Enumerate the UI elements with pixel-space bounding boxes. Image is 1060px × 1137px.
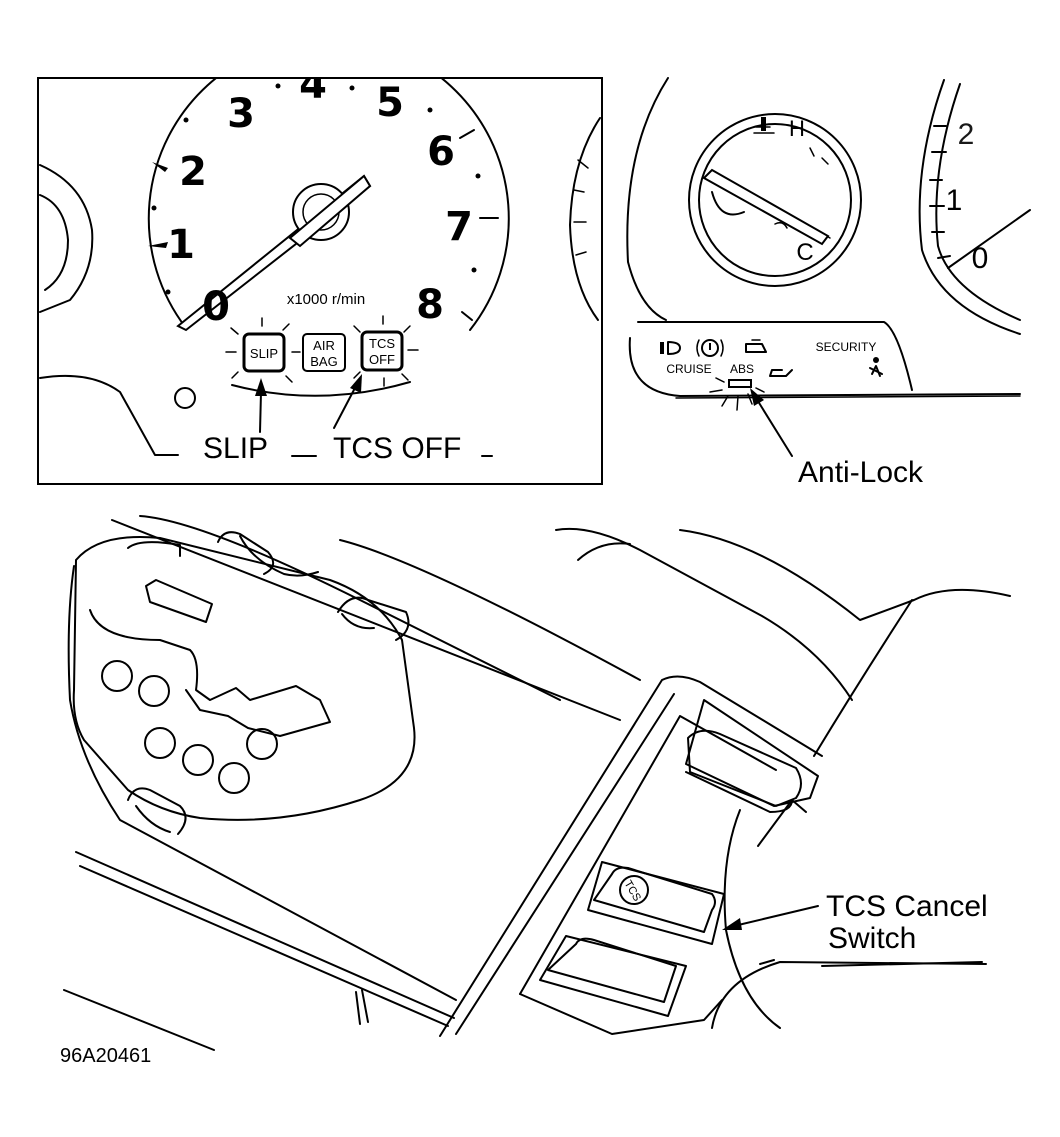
tcs-cancel-arrow [722,905,819,930]
anti-lock-arrow [750,388,793,457]
seatbelt-icon [869,357,883,377]
tach-numeral-4: 4 [299,62,327,108]
coolant-temp-icon [753,117,775,134]
anti-lock-lamp [709,377,765,411]
console-drawing: TCS [63,515,1011,1051]
abs-label: ABS [730,362,754,376]
tach-numeral-7: 7 [445,204,473,250]
tach-numeral-1: 1 [167,222,195,268]
speedo-digit-0: 0 [972,242,989,275]
tcs-cancel-callout-1: TCS Cancel [826,890,988,923]
tach-numeral-3: 3 [227,91,255,137]
airbag-lamp-text-1: AIR [313,338,335,353]
security-label: SECURITY [816,340,877,354]
tach-numeral-5: 5 [376,80,404,126]
brake-icon [696,339,724,357]
slip-lamp-text: SLIP [250,346,278,361]
tachometer-panel: 0 1 2 3 4 5 6 7 8 x1000 r/min SLIP [37,62,603,485]
tcs-off-lamp-text-2: OFF [369,352,395,367]
tach-numeral-8: 8 [416,282,444,328]
tcs-off-arrow [333,374,362,429]
tach-numeral-2: 2 [179,149,207,195]
tach-unit-label: x1000 r/min [287,291,365,308]
upper-console-switch [687,729,802,807]
tcs-off-lamp-text-1: TCS [369,336,395,351]
tcs-off-callout: TCS OFF [333,432,461,465]
oil-can-icon [769,369,793,377]
airbag-lamp-text-2: BAG [310,354,337,369]
gauge-cold-label: C [796,239,813,266]
tach-numeral-0: 0 [202,284,230,330]
tach-numeral-6: 6 [427,129,455,175]
airbag-lamp: AIR BAG [302,333,346,372]
cluster-panel: H C 2 1 0 [626,77,1031,489]
lower-console-switch [539,935,687,1017]
gauge-hot-label: H [789,116,805,141]
slip-callout: SLIP [203,432,268,465]
tcs-off-lamp: TCS OFF [353,315,419,387]
headlight-icon [660,341,681,355]
anti-lock-callout: Anti-Lock [798,456,924,489]
slip-arrow [255,378,267,433]
cruise-label: CRUISE [666,362,711,376]
engine-icon [745,339,767,353]
speedo-digit-2: 2 [958,118,975,151]
tcs-cancel-callout-2: Switch [828,922,916,955]
tcs-cancel-switch[interactable]: TCS [587,861,725,945]
slip-lamp: SLIP [225,317,301,383]
speedo-digit-1: 1 [946,184,963,217]
figure-id: 96A20461 [60,1045,151,1067]
